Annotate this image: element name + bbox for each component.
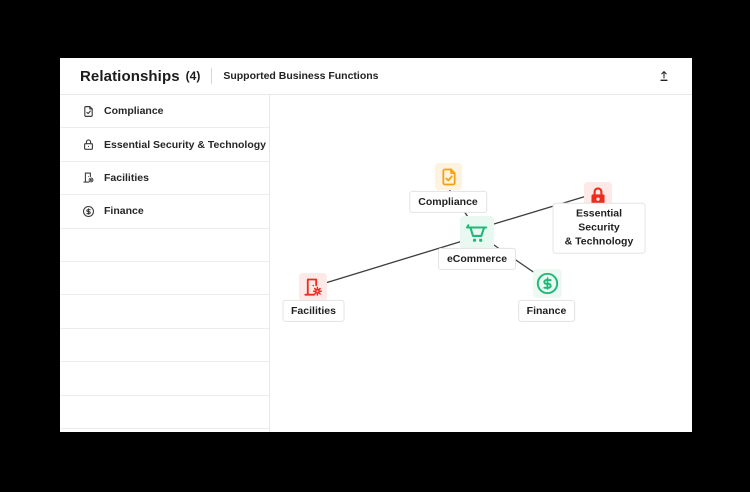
page-title: Relationships bbox=[80, 67, 180, 85]
node-label-ecommerce: eCommerce bbox=[437, 247, 517, 271]
file-check-icon bbox=[439, 167, 459, 187]
empty-row bbox=[60, 329, 269, 363]
relationship-count: (4) bbox=[185, 69, 201, 83]
dollar-circle-icon bbox=[535, 271, 560, 296]
sidebar-item-finance[interactable]: Finance bbox=[60, 195, 269, 229]
export-button[interactable] bbox=[652, 64, 676, 88]
node-label-essential-security: Essential Security & Technology bbox=[552, 202, 646, 254]
building-gear-icon bbox=[82, 171, 95, 184]
sidebar-item-essential-security[interactable]: Essential Security & Technology bbox=[60, 128, 269, 162]
empty-row bbox=[60, 362, 269, 396]
lock-icon bbox=[82, 138, 95, 151]
business-functions-list: Compliance Essential Security & Technolo… bbox=[60, 95, 270, 432]
relationships-panel: Relationships (4) Supported Business Fun… bbox=[60, 58, 692, 432]
node-label-compliance: Compliance bbox=[409, 190, 487, 213]
dollar-circle-icon bbox=[82, 205, 95, 218]
sidebar-item-compliance[interactable]: Compliance bbox=[60, 95, 269, 129]
arrow-up-from-line-icon bbox=[657, 69, 671, 83]
edge bbox=[493, 195, 586, 225]
sidebar-item-label: Facilities bbox=[104, 171, 149, 184]
page-subtitle: Supported Business Functions bbox=[223, 70, 379, 82]
shopping-cart-icon bbox=[464, 220, 490, 246]
sidebar-item-label: Essential Security & Technology bbox=[104, 138, 267, 151]
header-divider bbox=[211, 68, 213, 84]
sidebar-item-facilities[interactable]: Facilities bbox=[60, 162, 269, 196]
panel-header: Relationships (4) Supported Business Fun… bbox=[60, 58, 692, 95]
empty-row bbox=[60, 295, 269, 329]
lock-icon bbox=[587, 185, 609, 207]
node-label-finance: Finance bbox=[517, 299, 576, 322]
empty-row bbox=[60, 229, 269, 262]
relationship-graph: Compliance eCommerce bbox=[270, 95, 692, 432]
file-check-icon bbox=[82, 105, 95, 118]
empty-row bbox=[60, 262, 269, 296]
node-ecommerce[interactable] bbox=[460, 216, 494, 250]
sidebar-item-label: Finance bbox=[104, 205, 144, 218]
node-compliance[interactable] bbox=[435, 163, 462, 190]
building-gear-icon bbox=[302, 276, 324, 298]
node-facilities[interactable] bbox=[299, 273, 327, 301]
sidebar-item-label: Compliance bbox=[104, 105, 164, 118]
node-label-facilities: Facilities bbox=[282, 299, 345, 323]
empty-row bbox=[60, 396, 269, 429]
node-finance[interactable] bbox=[533, 269, 562, 298]
